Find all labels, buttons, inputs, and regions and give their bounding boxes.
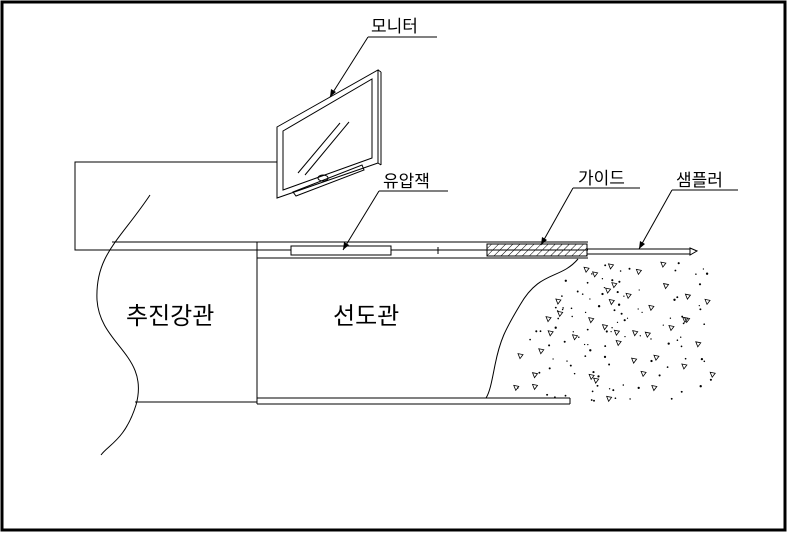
monitor-cable — [74, 161, 277, 251]
propulsion-pipe — [96, 194, 257, 456]
lead-pipe-label: 선도관 — [333, 302, 399, 330]
sampler — [587, 247, 699, 256]
sampler-label: 샘플러 — [676, 171, 723, 191]
hydraulic-jack-label: 유압잭 — [383, 172, 430, 192]
hydraulic-jack — [290, 245, 392, 256]
guide — [486, 243, 588, 257]
monitor-label: 모니터 — [371, 17, 418, 37]
guide-label: 가이드 — [578, 169, 625, 189]
leader-lines — [329, 36, 738, 251]
propulsion-pipe-label: 추진강관 — [126, 302, 214, 330]
soil-texture — [513, 261, 716, 403]
lead-pipe — [256, 241, 588, 405]
monitor-icon — [276, 69, 382, 199]
